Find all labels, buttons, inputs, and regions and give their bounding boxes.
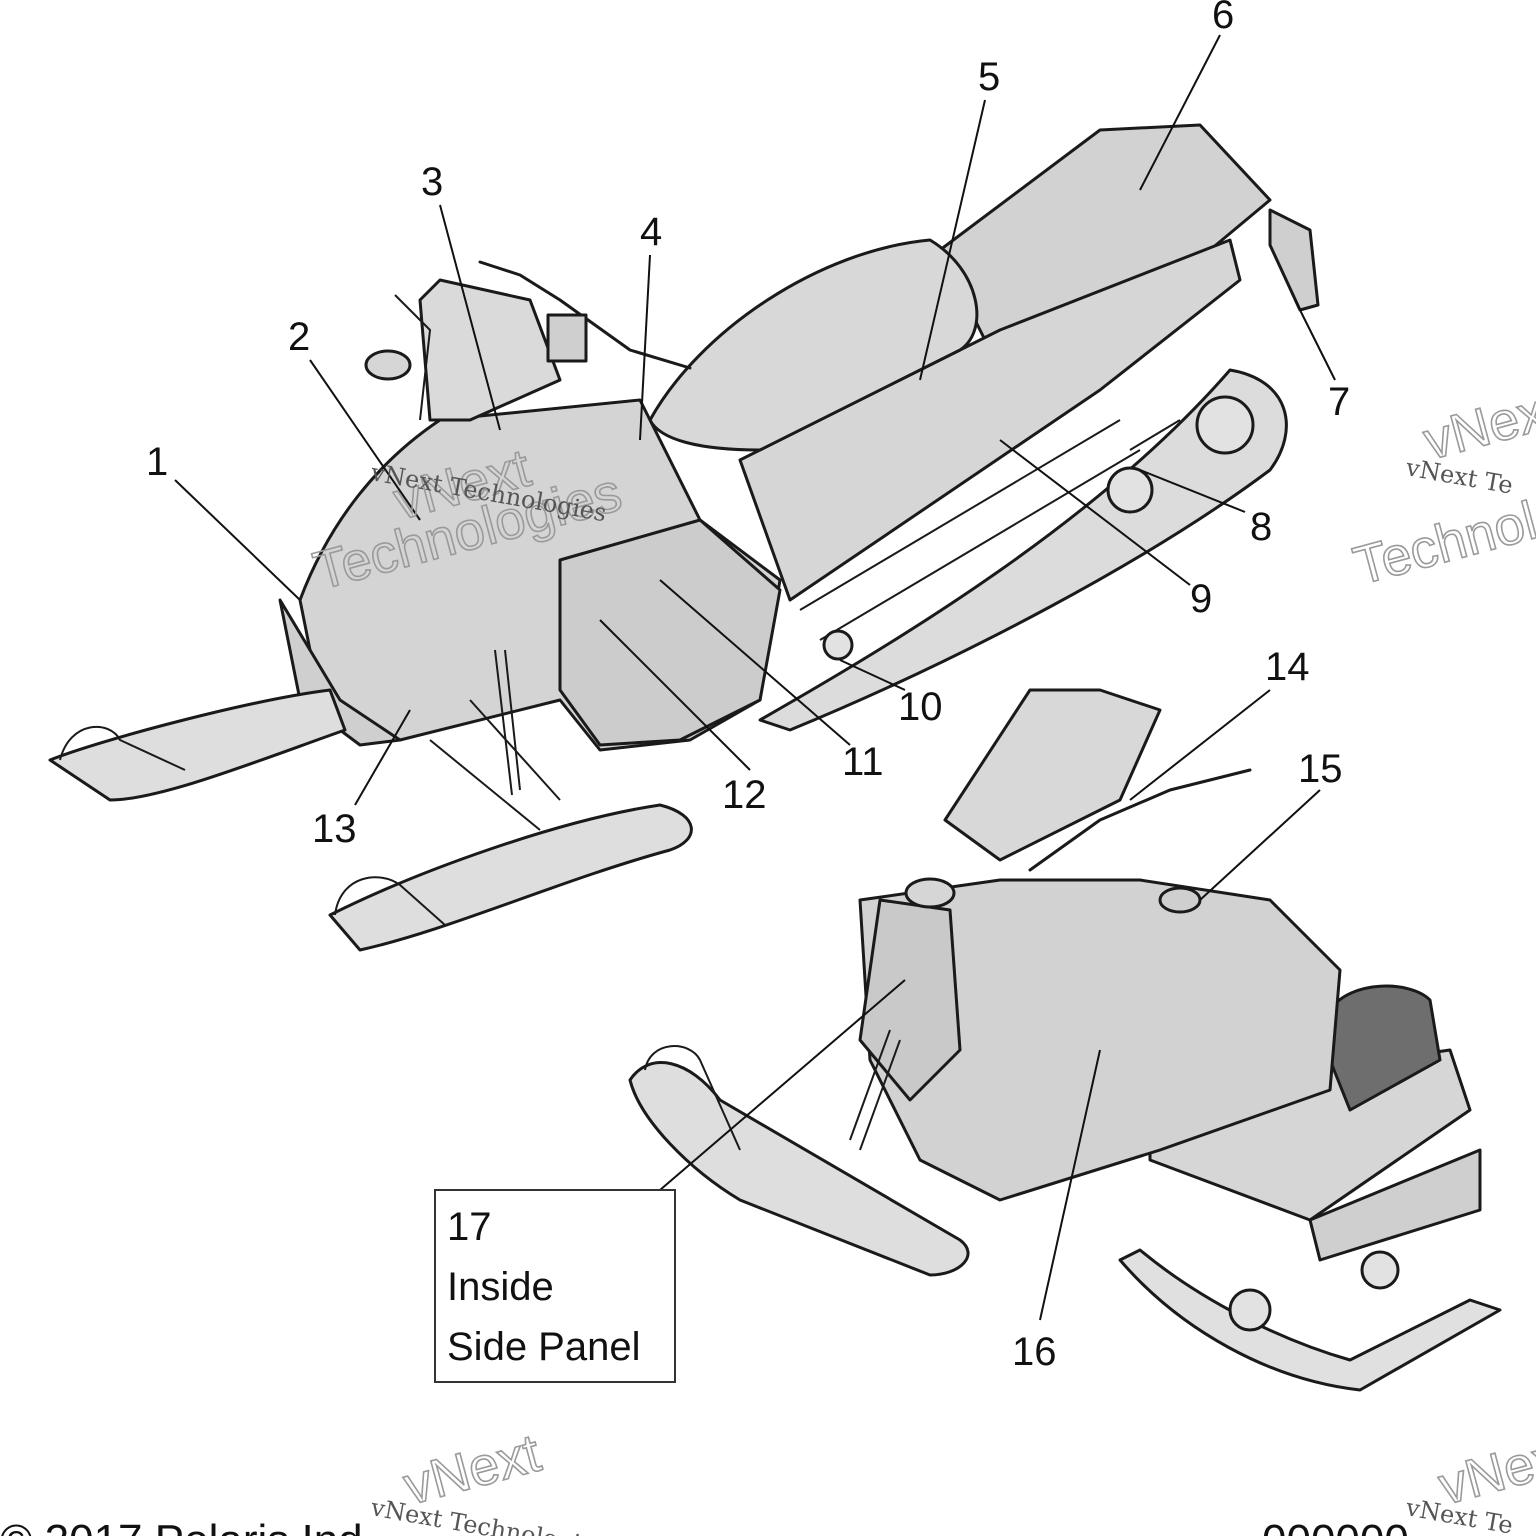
callout-5: 5 <box>978 55 1000 99</box>
note-box-frame <box>434 1189 676 1383</box>
rear-windshield <box>943 688 1162 862</box>
right-ski <box>328 803 693 952</box>
left-ski <box>48 688 347 802</box>
mirror <box>364 349 412 381</box>
callout-14: 14 <box>1265 645 1310 689</box>
leader-lines <box>174 34 1336 1321</box>
handlebar <box>478 260 692 370</box>
rear-ski-loop <box>644 1045 741 1151</box>
callout-15: 15 <box>1298 747 1343 791</box>
tunnel-side <box>738 238 1242 602</box>
callout-8: 8 <box>1250 505 1272 549</box>
callout-11: 11 <box>842 740 884 784</box>
rear-track <box>1118 1248 1502 1392</box>
drawing-number: 000000 <box>1262 1516 1409 1536</box>
rear-hood <box>858 878 1342 1202</box>
rear-bumper <box>1268 208 1320 312</box>
callout-4: 4 <box>640 210 662 254</box>
note-line1: Inside <box>447 1265 554 1309</box>
seat <box>648 238 979 452</box>
callout-10: 10 <box>898 685 943 729</box>
callout-2: 2 <box>288 315 310 359</box>
snowmobile-rear-view <box>628 688 1502 1392</box>
front-shock <box>494 649 521 796</box>
rear-ski <box>628 1061 970 1277</box>
left-ski-loop <box>59 726 186 771</box>
idler-wheel-front <box>822 629 854 661</box>
callout-7: 7 <box>1328 380 1350 424</box>
right-ski-loop <box>334 876 446 926</box>
handlebar-block <box>546 313 588 363</box>
windshield-edge <box>394 294 431 421</box>
callout-numbers: 1 2 3 4 5 6 7 8 9 10 11 12 13 14 15 16 <box>146 0 1350 1374</box>
snowmobile-side-view <box>48 123 1320 952</box>
seat-backrest <box>1328 984 1442 1112</box>
watermark-full-bottom: vNext Technologies <box>368 1493 609 1536</box>
callout-16: 16 <box>1012 1330 1057 1374</box>
a-arms <box>429 699 561 831</box>
footer: © 2017 Polaris Ind 000000 <box>0 1516 1409 1536</box>
rear-idler-2 <box>1360 1250 1400 1290</box>
side-panel <box>558 518 782 747</box>
rear-idler-1 <box>1228 1288 1272 1332</box>
windshield <box>418 278 562 422</box>
note-box: 17 Inside Side Panel <box>434 1189 676 1383</box>
note-number: 17 <box>447 1205 492 1249</box>
rear-front-shock <box>849 1029 901 1151</box>
callout-1: 1 <box>146 440 168 484</box>
callout-12: 12 <box>722 773 767 817</box>
callout-3: 3 <box>421 160 443 204</box>
idler-wheel-rear <box>1195 395 1255 455</box>
rear-tunnel <box>1308 1148 1482 1262</box>
callout-13: 13 <box>312 807 357 851</box>
rear-handlebar <box>1028 768 1252 872</box>
copyright-text: © 2017 Polaris Ind <box>0 1516 363 1536</box>
note-line2: Side Panel <box>447 1325 640 1369</box>
main-track <box>758 368 1288 732</box>
idler-wheel-mid <box>1106 466 1154 514</box>
callout-6: 6 <box>1212 0 1234 37</box>
fuel-cap <box>1158 886 1202 914</box>
callout-9: 9 <box>1190 577 1212 621</box>
rear-suspension <box>799 419 1181 641</box>
rear-mirror <box>904 877 956 909</box>
